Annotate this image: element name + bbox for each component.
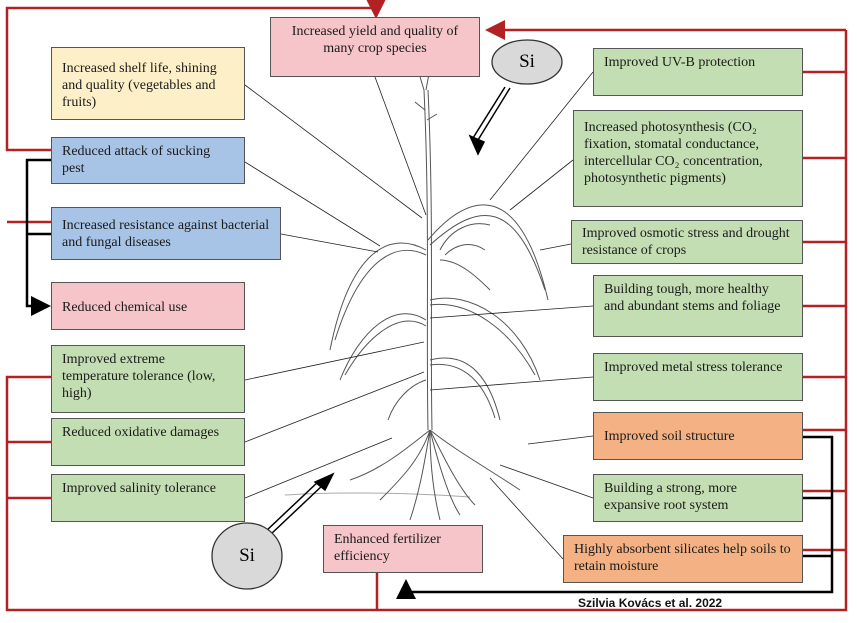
box-osmotic: Improved osmotic stress and drought resi… bbox=[571, 220, 803, 264]
black-connectors bbox=[25, 158, 834, 599]
box-salinity: Improved salinity tolerance bbox=[51, 474, 245, 522]
box-root-system: Building a strong, more expansive root s… bbox=[593, 474, 803, 522]
box-silicates: Highly absorbent silicates help soils to… bbox=[563, 535, 803, 583]
red-feedback-connectors bbox=[5, 0, 848, 612]
box-resistance: Increased resistance against bacterial a… bbox=[51, 207, 281, 260]
si-circle-bottom bbox=[211, 522, 283, 590]
box-sucking-pest: Reduced attack of sucking pest bbox=[51, 137, 245, 184]
si-label-top: Si bbox=[519, 51, 535, 72]
credit-text: Szilvia Kovács et al. 2022 bbox=[578, 596, 723, 610]
leader-lines bbox=[244, 71, 594, 560]
box-soil-structure: Improved soil structure bbox=[593, 412, 803, 460]
maize-plant-drawing bbox=[284, 67, 549, 521]
box-metal: Improved metal stress tolerance bbox=[593, 353, 803, 401]
box-fertilizer: Enhanced fertilizer efficiency bbox=[323, 525, 483, 573]
box-photosynthesis: Increased photosynthesis (CO₂ fixation, … bbox=[573, 110, 803, 207]
si-ellipse-top bbox=[491, 39, 563, 85]
si-label-bottom: Si bbox=[239, 545, 255, 566]
box-oxidative: Reduced oxidative damages bbox=[51, 418, 245, 466]
si-uptake-arrows bbox=[264, 86, 511, 536]
box-yield: Increased yield and quality of many crop… bbox=[270, 17, 480, 77]
box-uvb: Improved UV-B protection bbox=[593, 48, 803, 96]
box-shelf-life: Increased shelf life, shining and qualit… bbox=[51, 47, 245, 120]
box-extreme-temperature: Improved extreme temperature tolerance (… bbox=[51, 345, 245, 413]
box-stems: Building tough, more healthy and abundan… bbox=[593, 275, 803, 337]
box-chemical-use: Reduced chemical use bbox=[51, 282, 245, 330]
